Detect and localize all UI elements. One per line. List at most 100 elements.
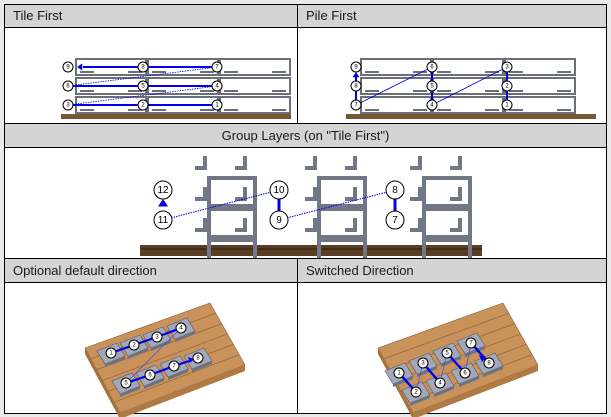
step-marker-circle <box>62 80 74 92</box>
step-marker-circle <box>153 180 173 200</box>
step-marker-label: 1 <box>109 351 113 357</box>
arrow-head-icon <box>352 72 360 78</box>
step-marker-label: 9 <box>276 215 282 226</box>
floor-icon <box>346 114 596 119</box>
step-marker-label: 2 <box>414 390 418 396</box>
step-marker-label: 5 <box>445 351 449 357</box>
step-marker-circle <box>350 61 362 73</box>
floor-icon <box>140 245 482 256</box>
shelf-frame-icon <box>317 176 367 208</box>
column-divider <box>297 259 298 413</box>
shelf-frame-icon <box>422 207 472 239</box>
step-marker-circle <box>410 386 422 398</box>
transition-segment <box>431 66 508 106</box>
step-marker-circle <box>128 339 140 351</box>
step-marker-circle <box>350 99 362 111</box>
step-marker-label: 12 <box>157 185 169 196</box>
column-divider <box>297 5 298 123</box>
shelf-hook-icon <box>410 187 462 201</box>
step-marker-label: 11 <box>158 215 169 226</box>
floor-icon <box>61 114 291 119</box>
step-marker-label: 8 <box>354 84 358 90</box>
step-marker-label: 5 <box>141 84 145 90</box>
path-segment <box>125 358 193 385</box>
step-marker-label: 4 <box>430 103 434 109</box>
step-marker-circle <box>426 61 438 73</box>
arrow-head-icon <box>158 199 168 207</box>
crate-side <box>434 386 454 397</box>
pallet-side <box>120 365 245 417</box>
shelf-hook-icon <box>305 218 357 232</box>
shelf-hook-icon <box>195 218 247 232</box>
path-segment <box>110 326 182 355</box>
step-marker-circle <box>62 99 74 111</box>
step-marker-label: 3 <box>421 361 425 367</box>
step-marker-circle <box>426 99 438 111</box>
step-marker-circle <box>459 367 471 379</box>
step-marker-circle <box>137 61 149 73</box>
step-marker-circle <box>269 180 289 200</box>
step-marker-circle <box>168 360 180 372</box>
step-marker-circle <box>211 99 223 111</box>
step-marker-label: 7 <box>172 364 176 370</box>
step-marker-label: 4 <box>438 381 442 387</box>
step-marker-label: 7 <box>354 103 358 109</box>
step-marker-label: 6 <box>430 65 434 71</box>
step-marker-circle <box>62 61 74 73</box>
crate-side <box>441 356 461 367</box>
pallet-side <box>85 348 120 417</box>
step-marker-label: 9 <box>354 65 358 71</box>
header-switched-direction: Switched Direction <box>298 259 606 283</box>
crate-side <box>393 376 413 387</box>
step-marker-label: 1 <box>215 103 219 109</box>
crate-side <box>144 378 164 389</box>
step-marker-label: 2 <box>505 84 509 90</box>
step-marker-label: 6 <box>66 84 70 90</box>
step-marker-label: 1 <box>505 103 509 109</box>
step-marker-circle <box>426 80 438 92</box>
step-marker-circle <box>211 80 223 92</box>
transition-segment <box>355 66 433 106</box>
transition-segment <box>67 66 218 87</box>
crate-side <box>192 361 212 372</box>
step-marker-label: 4 <box>179 326 183 332</box>
header-default-direction: Optional default direction <box>5 259 297 283</box>
shelf-hook-icon <box>410 218 462 232</box>
transition-segment <box>67 85 218 106</box>
step-marker-label: 4 <box>215 84 219 90</box>
crate-side <box>175 331 195 342</box>
step-marker-label: 2 <box>132 343 136 349</box>
step-marker-circle <box>393 367 405 379</box>
transition-segment <box>125 327 182 384</box>
step-marker-label: 8 <box>196 356 200 362</box>
row-divider <box>5 258 606 259</box>
step-marker-circle <box>501 61 513 73</box>
shelf-hook-icon <box>305 156 357 170</box>
crate-side <box>105 356 125 367</box>
step-marker-circle <box>144 369 156 381</box>
step-marker-circle <box>120 377 132 389</box>
header-group-layers: Group Layers (on "Tile First") <box>5 124 606 148</box>
shelf-frame-icon <box>317 207 367 239</box>
step-marker-circle <box>350 80 362 92</box>
step-marker-label: 7 <box>469 341 473 347</box>
step-marker-circle <box>137 99 149 111</box>
shelf-hook-icon <box>195 156 247 170</box>
step-marker-label: 8 <box>141 65 145 71</box>
step-marker-circle <box>192 352 204 364</box>
step-marker-circle <box>105 347 117 359</box>
pallet-slat <box>114 354 240 403</box>
arrow-head-icon <box>77 63 83 71</box>
step-marker-circle <box>137 80 149 92</box>
step-marker-circle <box>417 357 429 369</box>
pallet-slat <box>102 333 228 381</box>
